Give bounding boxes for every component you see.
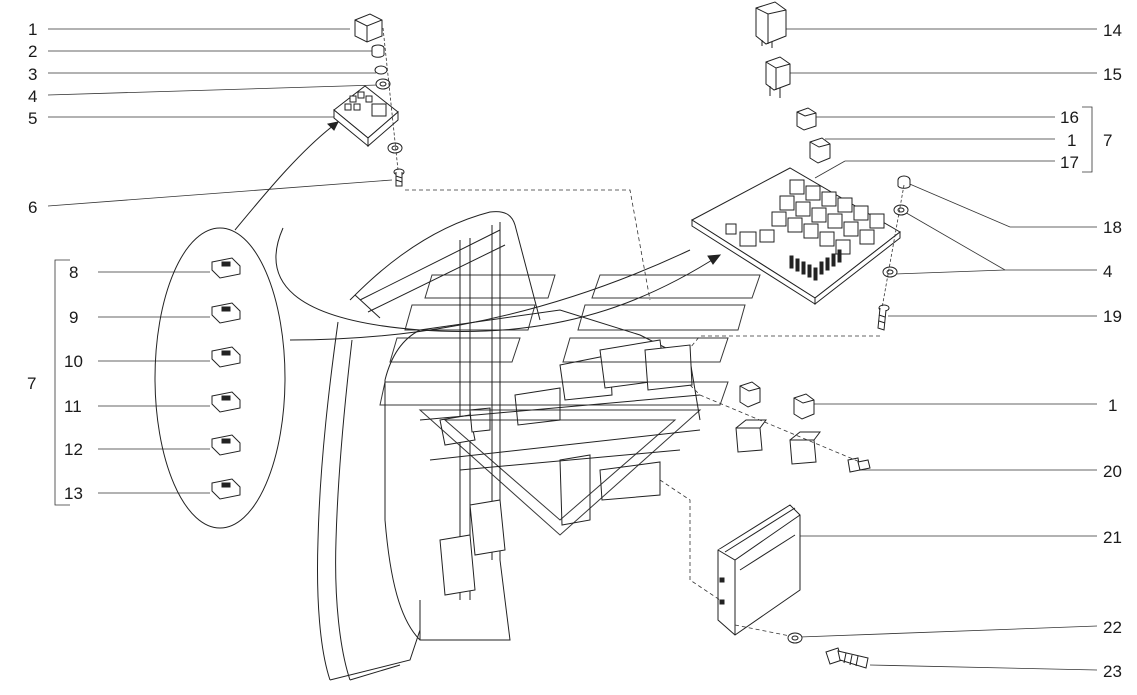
screw-part-20 (847, 457, 871, 473)
ecu-module-part-21 (717, 504, 801, 636)
callout-16: 16 (1060, 108, 1079, 127)
callout-3: 3 (28, 65, 37, 84)
nut-part-18 (897, 175, 911, 189)
callout-4-right: 4 (1103, 262, 1112, 281)
callout-2: 2 (28, 42, 37, 61)
switch-12 (211, 434, 241, 456)
callout-10: 10 (64, 352, 83, 371)
callout-19: 19 (1103, 307, 1122, 326)
callout-11: 11 (64, 397, 82, 416)
switch-10 (211, 346, 241, 368)
screw-part-19 (877, 304, 890, 331)
callout-23: 23 (1103, 662, 1122, 681)
washer-part-3 (374, 65, 388, 75)
relay-bracket-a (735, 419, 767, 453)
callout-20: 20 (1103, 462, 1122, 481)
relay-part-1-right-bottom-a (739, 381, 761, 408)
bolt-part-23 (825, 647, 869, 669)
board-fuses (789, 249, 842, 281)
callout-7-left: 7 (27, 374, 36, 393)
cap-part-2 (371, 44, 385, 58)
grommet-part-4-right-lower (882, 266, 898, 278)
relay-part-1-right-bottom-b (793, 393, 815, 420)
assembly-arrows (234, 121, 722, 341)
relay-part-15 (765, 56, 791, 98)
switch-group (154, 227, 286, 529)
callout-6: 6 (28, 198, 37, 217)
relay-part-16 (796, 107, 817, 131)
screw-part-6 (393, 168, 405, 187)
fuse-box-part-5 (333, 85, 399, 148)
callout-14: 14 (1103, 21, 1122, 40)
relay-part-1-right-top (809, 137, 831, 164)
callout-21: 21 (1103, 528, 1122, 547)
callout-5: 5 (28, 109, 37, 128)
grommet-part-4-right-upper (893, 204, 909, 216)
callout-1-right-top: 1 (1067, 131, 1076, 150)
relay-bracket-b (789, 431, 821, 465)
relay-part-1-left (354, 13, 383, 43)
callout-22: 22 (1103, 618, 1122, 637)
switch-11 (211, 391, 241, 413)
callout-17: 17 (1060, 153, 1079, 172)
relay-part-14 (755, 1, 787, 48)
nut-part-4-left (375, 78, 391, 90)
left-callouts: 1 2 3 4 5 6 7 8 9 10 11 12 13 (27, 20, 393, 506)
board-relays (725, 179, 885, 255)
switch-8 (211, 257, 241, 279)
callout-4-left: 4 (28, 87, 37, 106)
right-callouts: 14 15 16 1 17 7 18 4 19 1 20 21 22 23 (785, 21, 1122, 681)
cab-panel-structure (317, 211, 701, 681)
watermark (379, 274, 761, 536)
switch-9 (211, 302, 241, 324)
callout-9: 9 (69, 308, 78, 327)
callout-7-right: 7 (1103, 131, 1112, 150)
callout-12: 12 (64, 440, 83, 459)
relay-board (691, 167, 901, 306)
switch-13 (211, 478, 241, 500)
callout-15: 15 (1103, 65, 1122, 84)
callout-8: 8 (69, 263, 78, 282)
washer-part-22 (787, 632, 803, 644)
callout-13: 13 (64, 484, 83, 503)
callout-1-right-bottom: 1 (1108, 396, 1117, 415)
callout-1-left: 1 (28, 20, 37, 39)
callout-18: 18 (1103, 218, 1122, 237)
